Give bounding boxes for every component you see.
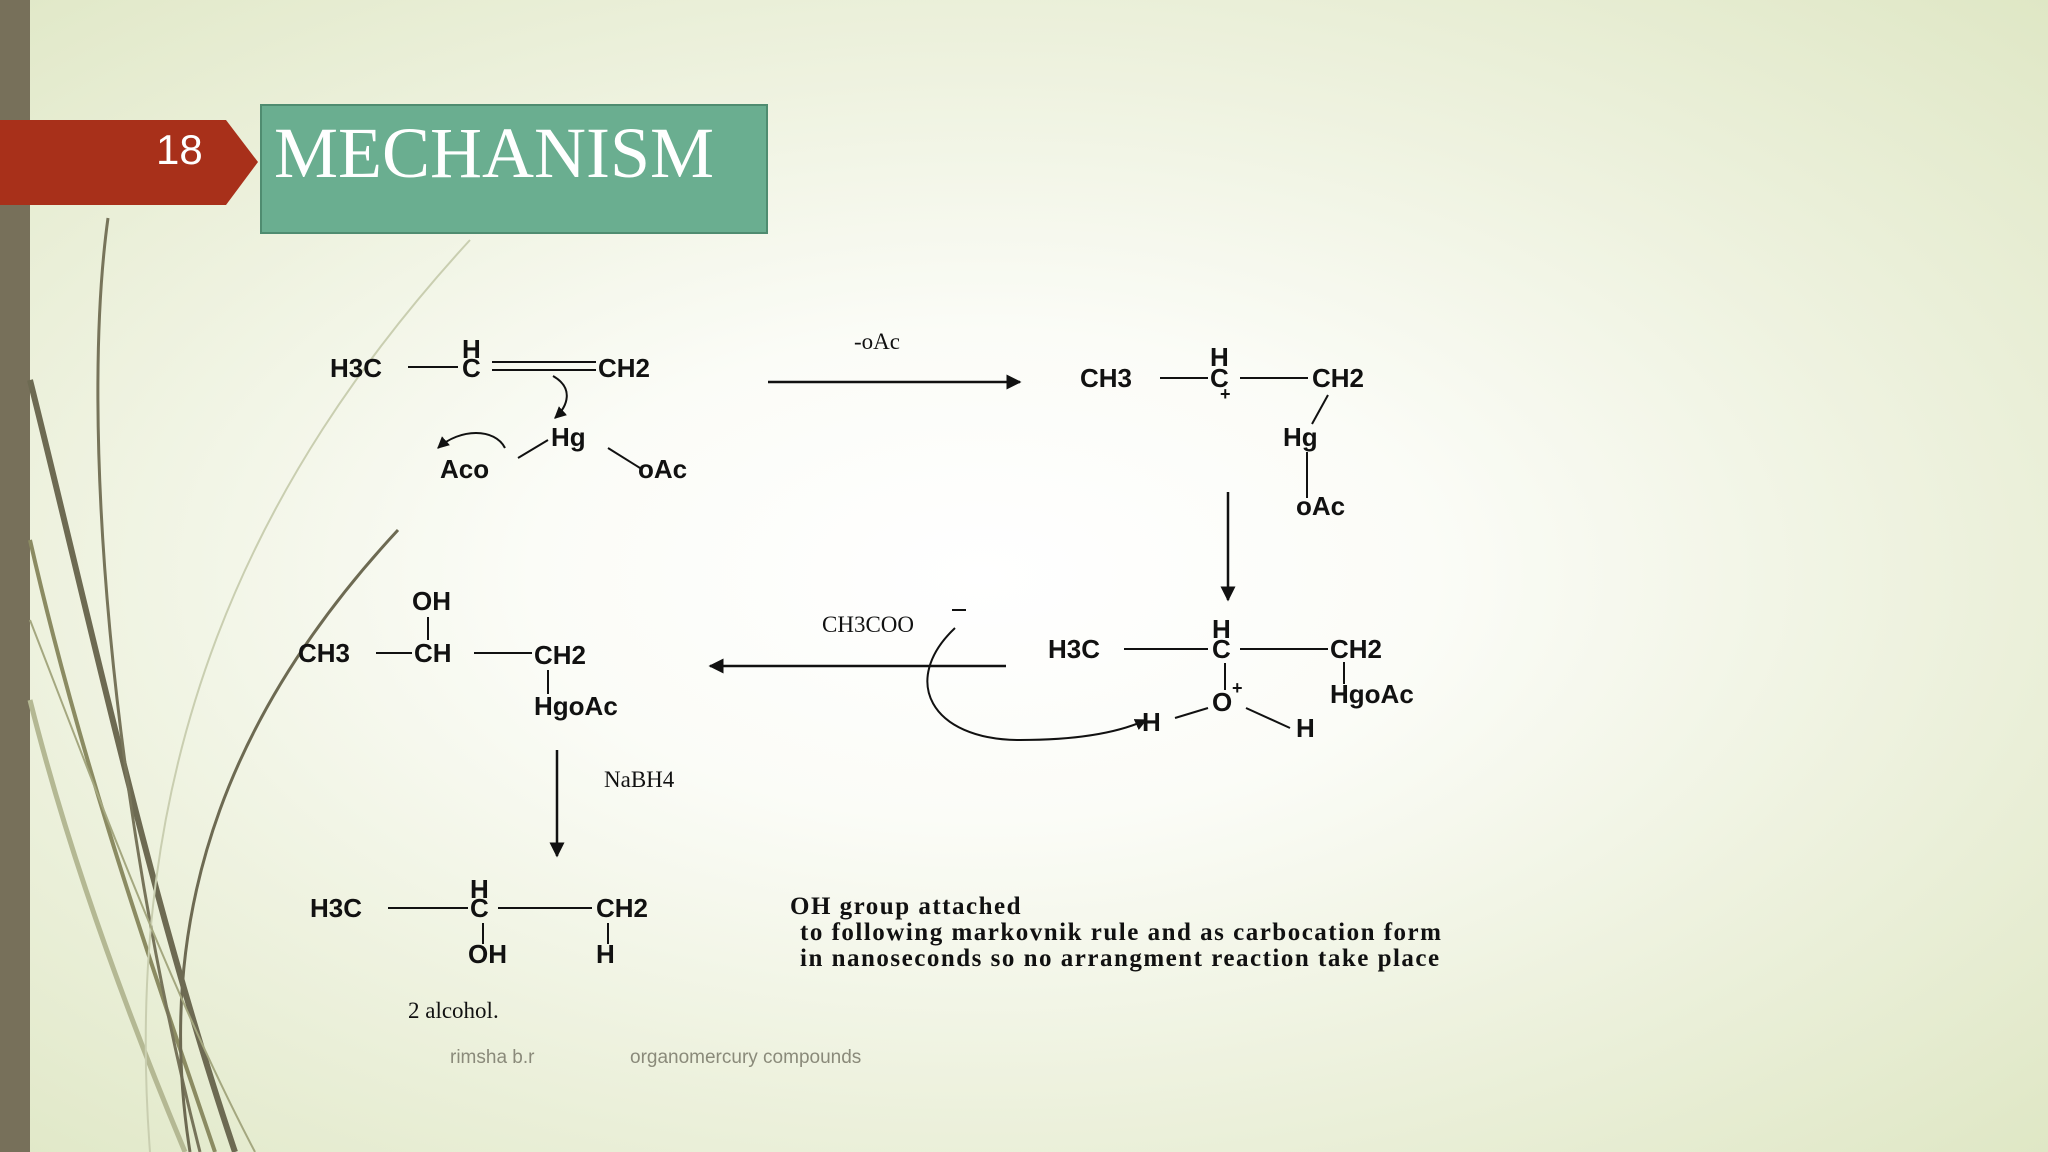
oxonium-left-group: H3C <box>1048 634 1100 664</box>
carbocation-structure: CH3 H C + CH2 Hg oAc <box>1080 342 1364 521</box>
product-center-carbon: C <box>470 893 489 923</box>
product-structure: H3C H C CH2 OH H 2 alcohol. <box>310 874 648 1023</box>
oxonium-right-group: CH2 <box>1330 634 1382 664</box>
cation-center-h: H <box>1210 342 1229 372</box>
oxonium-center-h: H <box>1212 614 1231 644</box>
slide-number-tab <box>0 120 258 205</box>
slide-number: 18 <box>156 126 203 173</box>
note-line-2: to following markovnik rule and as carbo… <box>800 919 1442 946</box>
alcohol-hg-center: CH <box>414 638 452 668</box>
title-box <box>260 104 768 234</box>
alkene-left-group: H3C <box>330 353 382 383</box>
alkene-right-group: CH2 <box>598 353 650 383</box>
oxonium-hgoac: HgoAc <box>1330 679 1414 709</box>
oxonium-center-carbon: C <box>1212 634 1231 664</box>
oxonium-h-left: H <box>1142 707 1161 737</box>
alkene-hg: Hg <box>551 422 586 452</box>
oxonium-charge: + <box>1232 678 1243 698</box>
alkene-oac: oAc <box>638 454 687 484</box>
product-label: 2 alcohol. <box>408 998 499 1023</box>
product-oh: OH <box>468 939 507 969</box>
note-line-1: OH group attached <box>790 893 1022 920</box>
alkene-aco: Aco <box>440 454 489 484</box>
reagent-oac: -oAc <box>854 329 900 354</box>
footer-author: rimsha b.r <box>450 1047 535 1068</box>
oxonium-h-right: H <box>1296 713 1315 743</box>
reagent-nabh4: NaBH4 <box>604 767 675 792</box>
cation-left-group: CH3 <box>1080 363 1132 393</box>
product-right-group: CH2 <box>596 893 648 923</box>
cation-charge: + <box>1220 384 1231 404</box>
reagent-acetate: CH3COO <box>822 612 914 637</box>
alcohol-hg-hgoac: HgoAc <box>534 691 618 721</box>
oxonium-oxygen: O <box>1212 687 1232 717</box>
alcohol-hg-left-group: CH3 <box>298 638 350 668</box>
alkene-center-carbon: C <box>462 353 481 383</box>
note-line-3: in nanoseconds so no arrangment reaction… <box>800 945 1441 972</box>
product-left-group: H3C <box>310 893 362 923</box>
cation-center-carbon: C <box>1210 363 1229 393</box>
organomercury-alcohol-structure: OH CH3 CH CH2 HgoAc <box>298 586 618 721</box>
acetate-attack-curve <box>926 627 1148 742</box>
cation-oac: oAc <box>1296 491 1345 521</box>
slide-title: MECHANISM <box>274 113 715 193</box>
oxonium-structure: H3C H C CH2 HgoAc O + H H <box>1048 614 1414 743</box>
alcohol-hg-oh: OH <box>412 586 451 616</box>
alkene-center-h: H <box>462 334 481 364</box>
product-center-h: H <box>470 874 489 904</box>
footer-topic: organomercury compounds <box>630 1047 861 1068</box>
alkene-structure: H3C H C CH2 Hg Aco oAc <box>330 334 687 484</box>
cation-hg: Hg <box>1283 422 1318 452</box>
alcohol-hg-right-group: CH2 <box>534 640 586 670</box>
cation-right-group: CH2 <box>1312 363 1364 393</box>
product-h: H <box>596 939 615 969</box>
